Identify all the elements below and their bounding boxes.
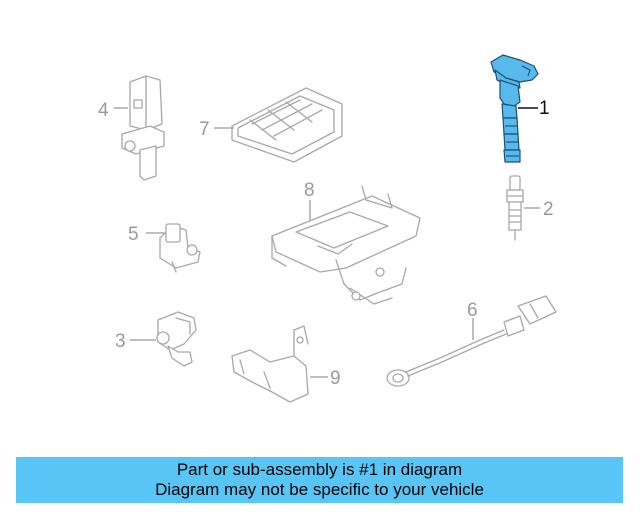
callout-5[interactable]: 5: [128, 224, 139, 245]
callout-7[interactable]: 7: [199, 119, 210, 140]
callout-3[interactable]: 3: [115, 331, 126, 352]
banner-line-1: Part or sub-assembly is #1 in diagram: [176, 460, 463, 479]
callout-2[interactable]: 2: [543, 199, 554, 220]
ignition-coil-part-1[interactable]: [490, 54, 539, 163]
callout-9[interactable]: 9: [330, 368, 341, 389]
knock-sensor-part-6[interactable]: [386, 295, 557, 387]
callout-1[interactable]: 1: [539, 98, 550, 119]
spark-plug-part-2[interactable]: [506, 175, 524, 241]
callout-4[interactable]: 4: [98, 100, 109, 121]
bracket-part-9[interactable]: [231, 325, 309, 403]
engine-control-module-part-7[interactable]: [231, 87, 343, 163]
sensor-part-3[interactable]: [156, 311, 197, 367]
banner-line-2: Diagram may not be specific to your vehi…: [155, 480, 484, 499]
sensor-part-5[interactable]: [159, 223, 201, 273]
callout-6[interactable]: 6: [467, 300, 478, 321]
camshaft-sensor-part-4[interactable]: [121, 75, 165, 181]
parts-diagram: 1 2 3 4 5: [98, 54, 557, 403]
mounting-bracket-part-8[interactable]: [271, 185, 421, 305]
disclaimer-banner: Part or sub-assembly is #1 in diagram Di…: [16, 457, 623, 503]
callout-8[interactable]: 8: [304, 180, 315, 201]
